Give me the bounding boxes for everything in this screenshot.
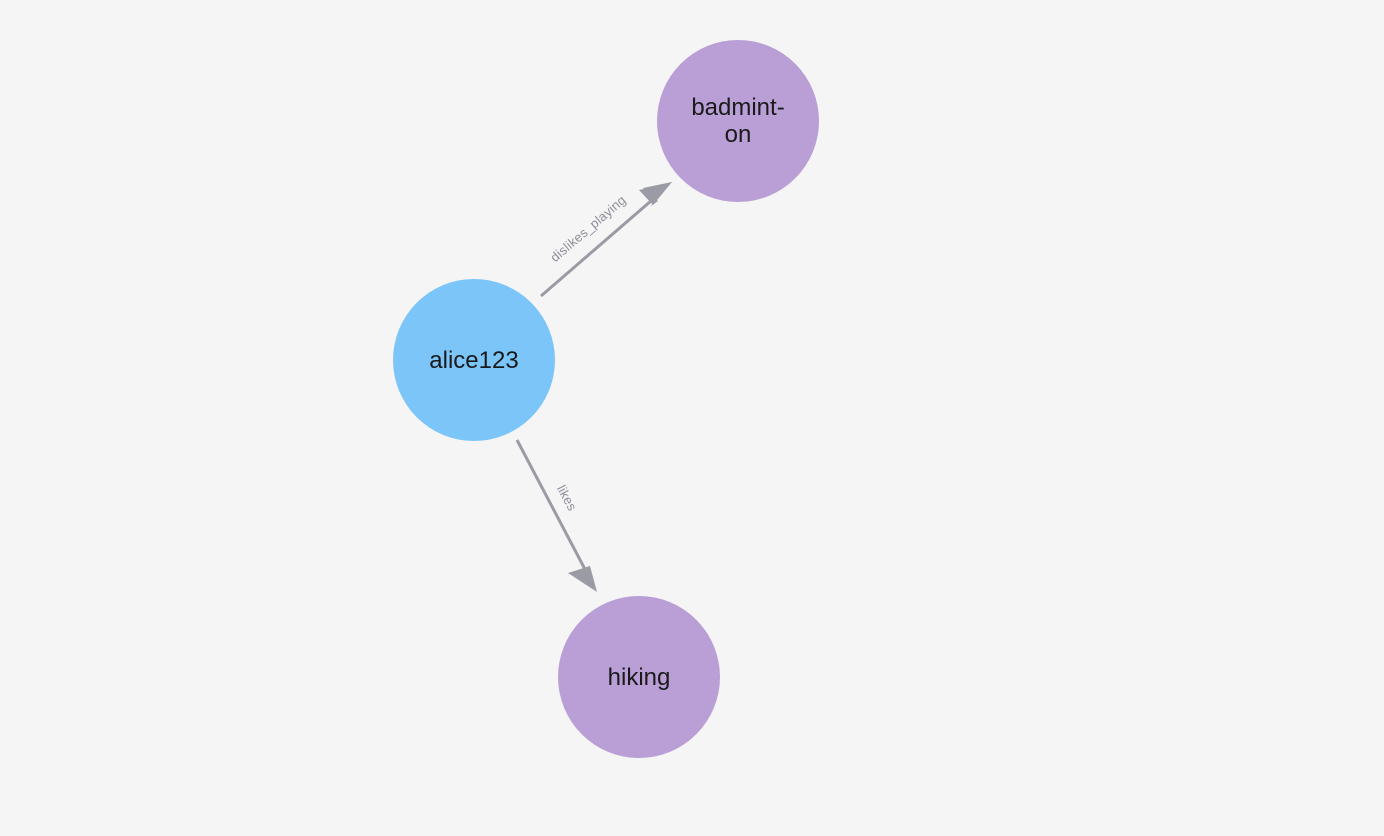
graph-node-badminton-label-line2: on [724, 121, 752, 148]
edge-likes[interactable]: likes [515, 439, 597, 592]
edge-dislikes-playing[interactable]: dislikes_playing [540, 182, 672, 298]
edge-dislikes-playing-arrowhead-fill [639, 182, 672, 205]
graph-node-badminton-label-line1: badmint- [691, 94, 785, 121]
edge-likes-line [515, 439, 590, 576]
edge-dislikes-playing-line [540, 192, 660, 298]
graph-node-badminton[interactable]: badmint- on [657, 40, 819, 202]
graph-node-alice123-label: alice123 [429, 346, 519, 374]
graph-node-hiking[interactable]: hiking [558, 596, 720, 758]
edge-likes-label: likes [554, 482, 580, 513]
graph-node-badminton-label: badmint- on [657, 94, 819, 148]
edge-likes-arrowhead [568, 566, 597, 592]
graph-node-hiking-label: hiking [607, 663, 671, 691]
graph-node-alice123[interactable]: alice123 [393, 279, 555, 441]
